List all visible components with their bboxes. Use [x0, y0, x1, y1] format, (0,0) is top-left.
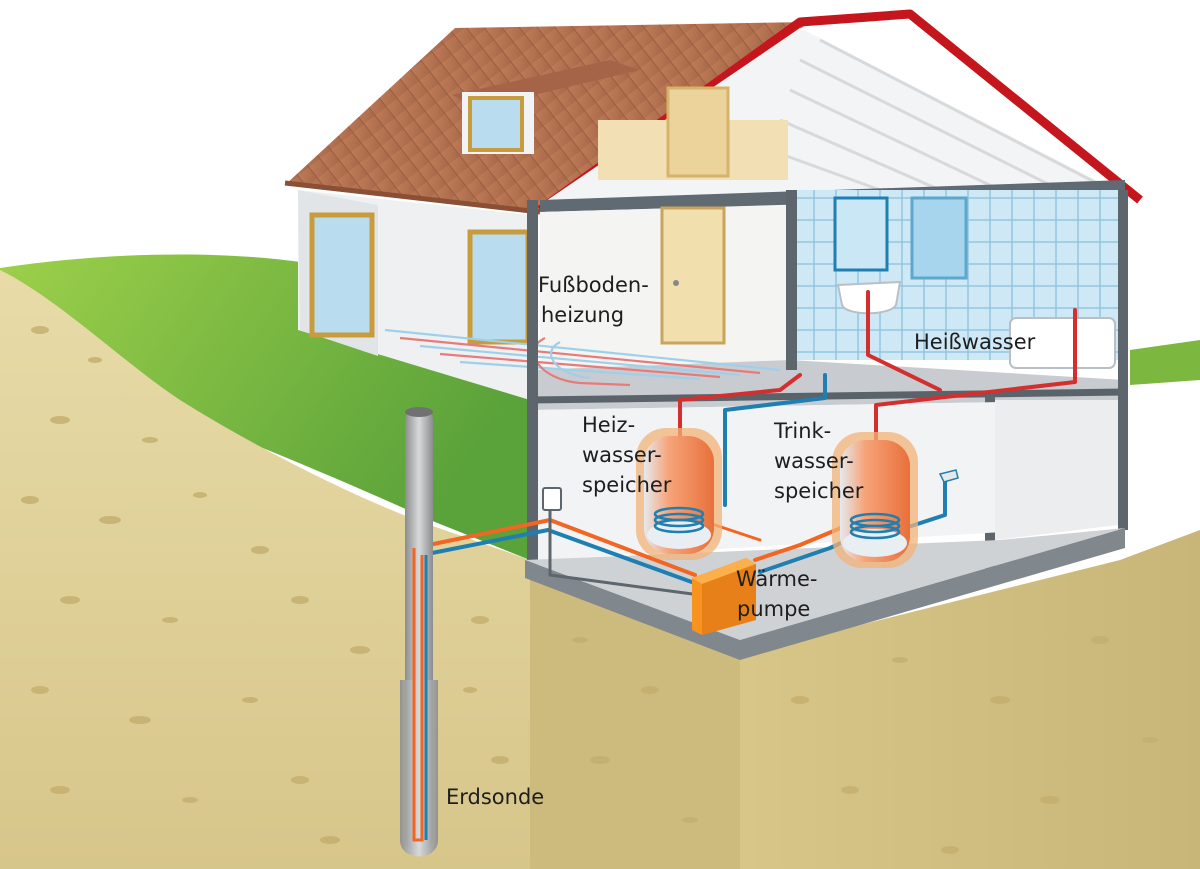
cold-water-pipe-tap [903, 476, 947, 530]
dormer-window [468, 96, 524, 152]
door-knob [673, 280, 679, 286]
soil-specks [21, 326, 1158, 854]
upper-room-door [660, 206, 726, 345]
label-heizwasserspeicher-line1: Heiz- [582, 413, 635, 437]
label-heisswasser: Heißwasser [914, 330, 1036, 354]
roof-tiles [285, 22, 810, 210]
underfloor-heating-coil [384, 328, 781, 387]
label-fussbodenheizung-line2: heizung [541, 303, 624, 327]
grass-right [1130, 340, 1200, 385]
upper-floor-edge [529, 388, 1126, 404]
label-fussbodenheizung-line1: Fußboden- [538, 273, 649, 297]
label-erdsonde: Erdsonde [446, 785, 544, 809]
bathroom-mirror [833, 196, 889, 272]
label-trinkwasserspeicher-line3: speicher [774, 479, 864, 503]
window-right-exterior [467, 229, 531, 345]
hot-water-pipe-basin [866, 290, 942, 392]
attic-door [666, 86, 730, 178]
label-heizwasserspeicher-line2: wasser- [582, 443, 662, 467]
label-heizwasserspeicher-line3: speicher [582, 473, 672, 497]
basement-right-room [995, 400, 1118, 540]
heating-supply-pipe [678, 373, 802, 444]
soil-side [740, 530, 1200, 869]
window-left [309, 212, 375, 338]
soil-under-house [530, 570, 740, 869]
ground-probe [400, 407, 438, 857]
attic-rafters [769, 38, 1111, 192]
control-box [542, 487, 562, 511]
water-tap-icon [938, 469, 959, 483]
label-trinkwasserspeicher-line1: Trink- [773, 419, 831, 443]
heizwasser-tank [636, 428, 722, 560]
roof-edge [284, 180, 541, 215]
hot-water-pipe-bathroom [874, 308, 1077, 444]
house-exterior [298, 190, 531, 400]
bathtub [1009, 317, 1116, 369]
basement-floor-slab [525, 528, 1125, 660]
pump-power-line [548, 508, 702, 597]
label-waermepumpe-line1: Wärme- [736, 567, 818, 591]
labels: Fußboden- heizung Heißwasser Heiz- wasse… [446, 273, 1036, 809]
bathroom-window [910, 196, 968, 280]
heating-return-pipe [723, 373, 827, 507]
label-waermepumpe-line2: pumpe [737, 597, 810, 621]
trinkwasser-tank [832, 432, 918, 568]
label-trinkwasserspeicher-line2: wasser- [774, 449, 854, 473]
heat-pump-unit [692, 558, 756, 635]
